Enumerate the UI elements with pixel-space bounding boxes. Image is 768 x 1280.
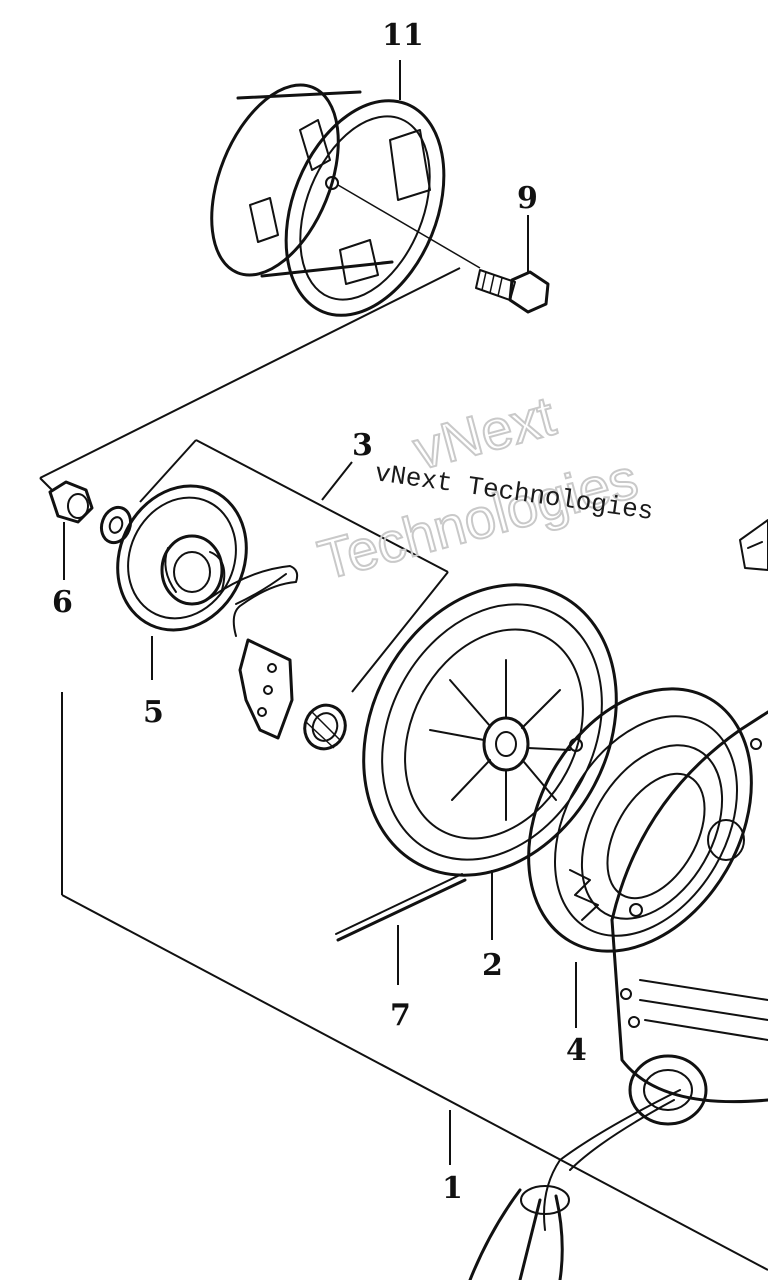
washer xyxy=(99,505,133,545)
callout-1: 1 xyxy=(442,1171,463,1206)
callout-labels: 11 9 3 6 5 2 7 4 1 xyxy=(52,18,587,1206)
pawl-spring xyxy=(303,703,347,751)
part-9-bolt xyxy=(475,215,550,314)
callout-3: 3 xyxy=(352,428,373,463)
callout-6: 6 xyxy=(52,585,73,620)
callout-2: 2 xyxy=(482,948,503,983)
part-2-reel xyxy=(362,583,618,940)
callout-7: 7 xyxy=(390,998,411,1033)
assembly-bracket-upper xyxy=(39,60,461,491)
part-5-friction-plate xyxy=(116,484,248,680)
part-7-rope xyxy=(335,873,467,985)
watermark: vNext Technologies vNext Technologies xyxy=(311,383,655,593)
ratchet-pawl xyxy=(238,638,294,740)
callout-9: 9 xyxy=(517,181,538,216)
part-4-recoil-spring xyxy=(527,687,753,1028)
part-3-bracket xyxy=(139,439,449,693)
part-11-starter-cup xyxy=(210,83,481,317)
callout-4: 4 xyxy=(566,1033,587,1068)
callout-5: 5 xyxy=(143,695,164,730)
starter-rope-handle xyxy=(468,1089,681,1280)
callout-11: 11 xyxy=(382,18,424,53)
return-spring-clip xyxy=(209,565,299,637)
part-6-nut xyxy=(48,480,94,580)
